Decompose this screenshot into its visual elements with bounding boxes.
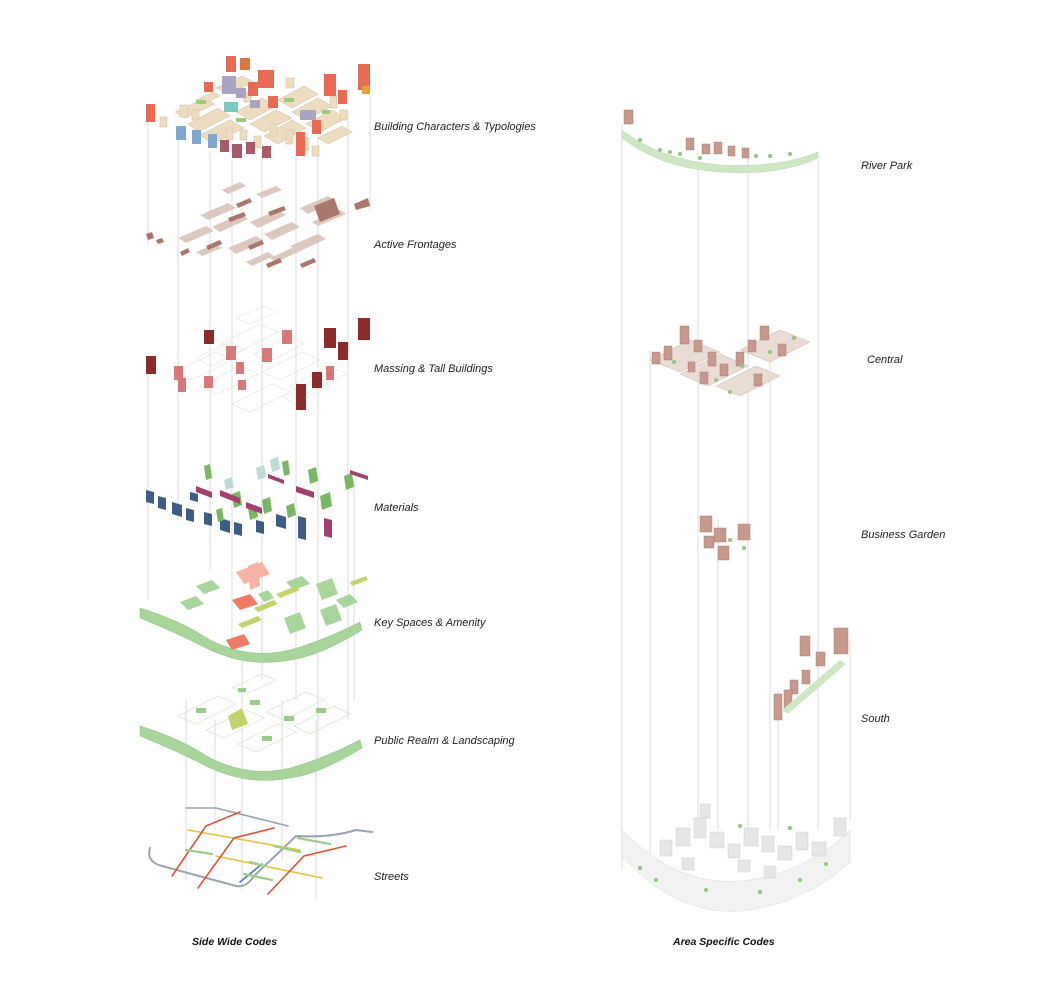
label-south: South xyxy=(861,713,890,725)
label-business-garden: Business Garden xyxy=(861,529,946,541)
layer-active-frontages xyxy=(146,182,370,268)
layer-building-characters xyxy=(146,56,370,158)
layer-public-realm xyxy=(139,673,363,781)
title-site-wide-codes: Side Wide Codes xyxy=(192,936,278,948)
area-business-garden xyxy=(699,515,751,561)
area-central xyxy=(649,325,811,397)
label-building-characters: Building Characters & Typologies xyxy=(374,121,536,133)
label-active-frontages: Active Frontages xyxy=(374,239,457,251)
label-streets: Streets xyxy=(374,871,409,883)
area-river-park xyxy=(621,109,819,173)
layer-key-spaces xyxy=(139,562,368,663)
label-key-spaces: Key Spaces & Amenity xyxy=(374,617,486,629)
area-south xyxy=(773,627,849,721)
label-materials: Materials xyxy=(374,502,419,514)
label-massing: Massing & Tall Buildings xyxy=(374,363,493,375)
label-central: Central xyxy=(867,354,903,366)
label-public-realm: Public Realm & Landscaping xyxy=(374,735,515,747)
layer-materials xyxy=(146,457,368,540)
layer-massing xyxy=(146,305,370,413)
label-river-park: River Park xyxy=(861,160,913,172)
title-area-specific-codes: Area Specific Codes xyxy=(673,936,775,948)
layer-streets xyxy=(148,807,373,895)
right-leader-lines xyxy=(621,125,851,870)
area-base-model xyxy=(621,803,851,912)
